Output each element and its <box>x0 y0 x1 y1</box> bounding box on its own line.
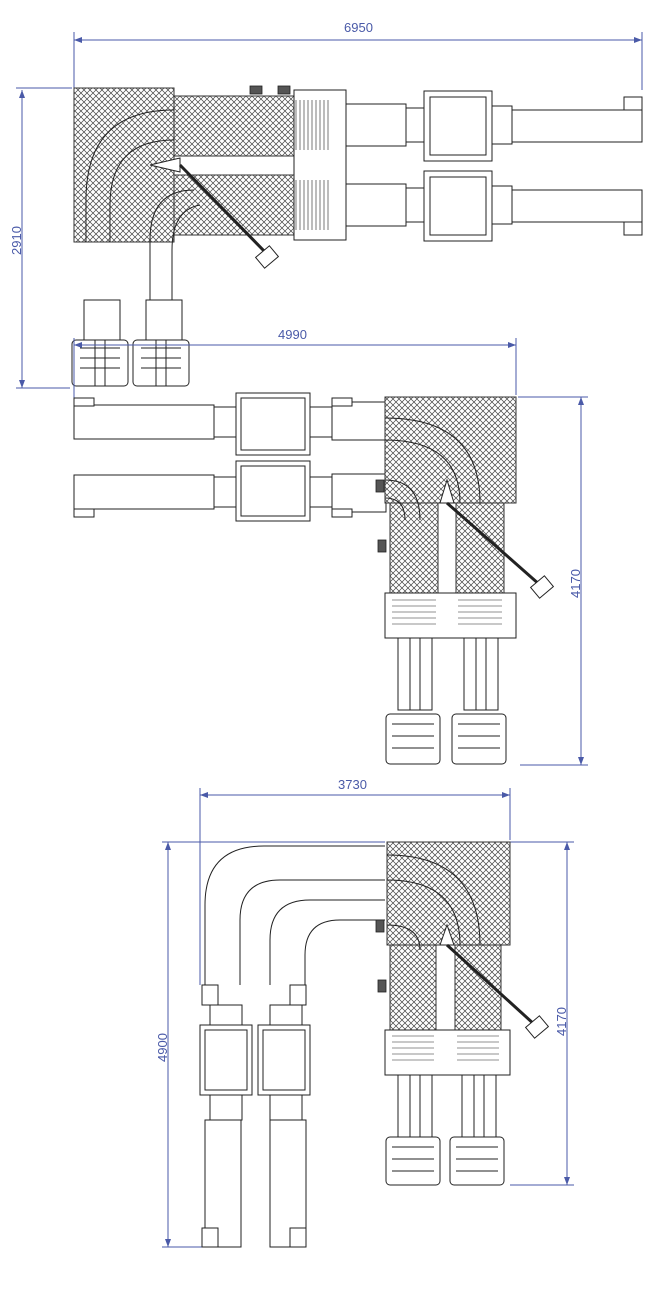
width-label: 4990 <box>278 327 307 342</box>
height-label: 4900 <box>155 1033 170 1062</box>
machine-corner <box>73 392 555 765</box>
width-label: 3730 <box>338 777 367 792</box>
height-label: 4170 <box>568 569 583 598</box>
layout-corner: 4990 4170 <box>73 327 588 766</box>
layout-straight: 6950 2910 <box>9 20 643 389</box>
machine-straight <box>71 85 643 387</box>
width-label: 6950 <box>344 20 373 35</box>
height-label: 2910 <box>9 226 24 255</box>
layout-u-turn: 3730 4900 4170 <box>155 777 574 1248</box>
machine-u-turn <box>199 841 550 1248</box>
height2-label: 4170 <box>554 1007 569 1036</box>
